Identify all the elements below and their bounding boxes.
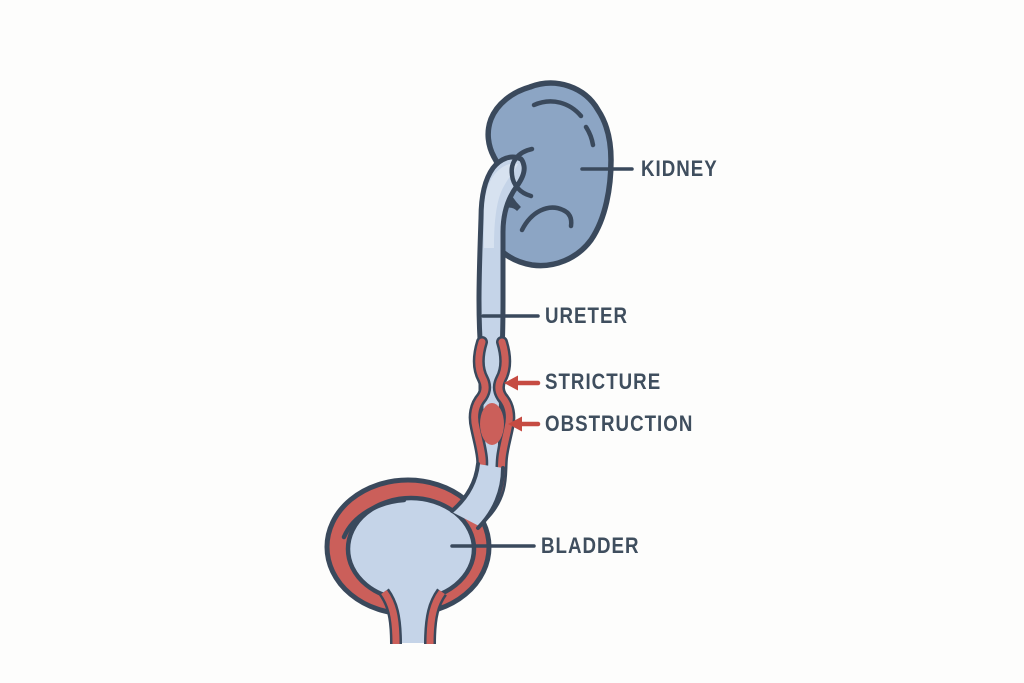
renal-pelvis-shape — [484, 163, 518, 248]
kidney-calyx-line — [519, 205, 574, 233]
junction-left-outline — [450, 462, 480, 513]
obstruction-label: OBSTRUCTION — [545, 411, 694, 436]
obstruction-blob — [480, 403, 504, 445]
kidney-hilum-curl-line — [509, 146, 535, 199]
kidney-highlight-line — [531, 99, 584, 119]
urethra-wall-right — [426, 589, 445, 645]
obstruction-arrow-icon — [508, 416, 541, 432]
bladder-label: BLADDER — [541, 533, 640, 558]
ureter-label: URETER — [545, 303, 629, 328]
stricture-label: STRICTURE — [545, 369, 662, 394]
kidney-highlight-dash — [583, 124, 596, 148]
urethra-wall-left — [381, 589, 400, 645]
stricture-arrow-icon — [504, 375, 541, 391]
bladder-highlight-line — [341, 497, 407, 540]
kidney-label: KIDNEY — [641, 156, 718, 181]
junction-right-outline — [476, 466, 505, 530]
urethra-lumen-shape — [391, 589, 435, 643]
